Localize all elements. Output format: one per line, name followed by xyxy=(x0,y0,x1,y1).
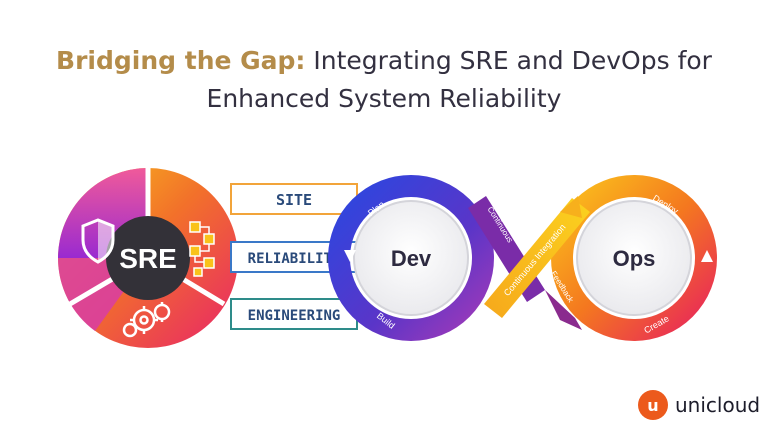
sre-center-label: SRE xyxy=(119,243,177,274)
ops-loop: Ops Deploy Create xyxy=(551,175,717,341)
shield-icon xyxy=(81,218,115,264)
brand: u unicloud xyxy=(638,390,760,420)
feedback-band-tail xyxy=(545,290,582,330)
page-title: Bridging the Gap: Integrating SRE and De… xyxy=(0,42,768,118)
sre-box-site-label: SITE xyxy=(276,191,312,209)
chevron-up-icon xyxy=(701,250,713,262)
ops-center xyxy=(577,201,691,315)
title-line-1: Bridging the Gap: Integrating SRE and De… xyxy=(0,42,768,80)
chevron-down-icon xyxy=(344,250,356,262)
title-line-2: Enhanced System Reliability xyxy=(206,84,562,113)
brand-name: unicloud xyxy=(675,393,761,417)
dev-center xyxy=(354,201,468,315)
sre-box-site: SITE xyxy=(230,183,358,215)
sre-box-engineering-label: ENGINEERING xyxy=(248,308,341,324)
ops-label: Ops xyxy=(613,246,656,271)
sre-wheel: SRE xyxy=(57,166,238,348)
gears-icon xyxy=(122,302,171,338)
sre-box-engineering: ENGINEERING xyxy=(230,298,358,330)
sre-center xyxy=(106,216,190,300)
dev-label: Dev xyxy=(391,246,432,271)
sre-box-reliability-label: RELIABILITY xyxy=(248,251,341,267)
title-highlight: Bridging the Gap: xyxy=(56,46,306,75)
unicloud-logo-icon: u xyxy=(638,390,668,420)
flowchart-icon xyxy=(189,221,215,277)
dev-loop: Dev Plan Build xyxy=(328,175,494,341)
title-rest: Integrating SRE and DevOps for xyxy=(305,46,712,75)
